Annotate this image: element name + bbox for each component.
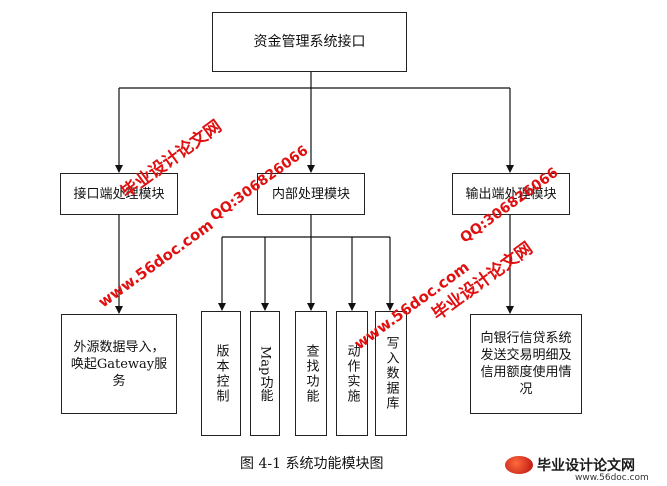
map-function-node: Map功能 (250, 311, 280, 436)
site-logo: 毕业设计论文网 www.56doc.com (505, 455, 649, 483)
figure-caption: 图 4-1 系统功能模块图 (240, 456, 384, 472)
interface-module-label: 接口端处理模块 (73, 186, 165, 202)
internal-module-label: 内部处理模块 (271, 186, 350, 202)
map-function-label: Map功能 (257, 345, 273, 402)
action-impl-label: 动作实施 (344, 343, 360, 404)
output-module-node: 输出端处理模块 (452, 173, 570, 215)
site-logo-url: www.56doc.com (575, 473, 649, 483)
interface-module-node: 接口端处理模块 (60, 173, 178, 215)
write-db-label: 写入数据库 (383, 336, 399, 411)
write-db-node: 写入数据库 (375, 311, 407, 436)
search-function-node: 查找功能 (295, 311, 327, 436)
search-function-label: 查找功能 (303, 343, 319, 404)
external-import-label: 外源数据导入，唤起Gateway服务 (70, 339, 168, 389)
version-control-label: 版本控制 (213, 343, 229, 404)
version-control-node: 版本控制 (201, 311, 241, 436)
root-node: 资金管理系统接口 (212, 12, 407, 72)
bank-send-node: 向银行信贷系统发送交易明细及信用额度使用情况 (470, 314, 582, 414)
bank-send-label: 向银行信贷系统发送交易明细及信用额度使用情况 (480, 331, 572, 397)
site-logo-icon (505, 456, 533, 474)
root-label: 资金管理系统接口 (253, 33, 366, 50)
external-import-node: 外源数据导入，唤起Gateway服务 (61, 314, 177, 414)
action-impl-node: 动作实施 (336, 311, 368, 436)
site-logo-title: 毕业设计论文网 (537, 458, 635, 474)
internal-module-node: 内部处理模块 (257, 173, 365, 215)
output-module-label: 输出端处理模块 (465, 186, 557, 202)
